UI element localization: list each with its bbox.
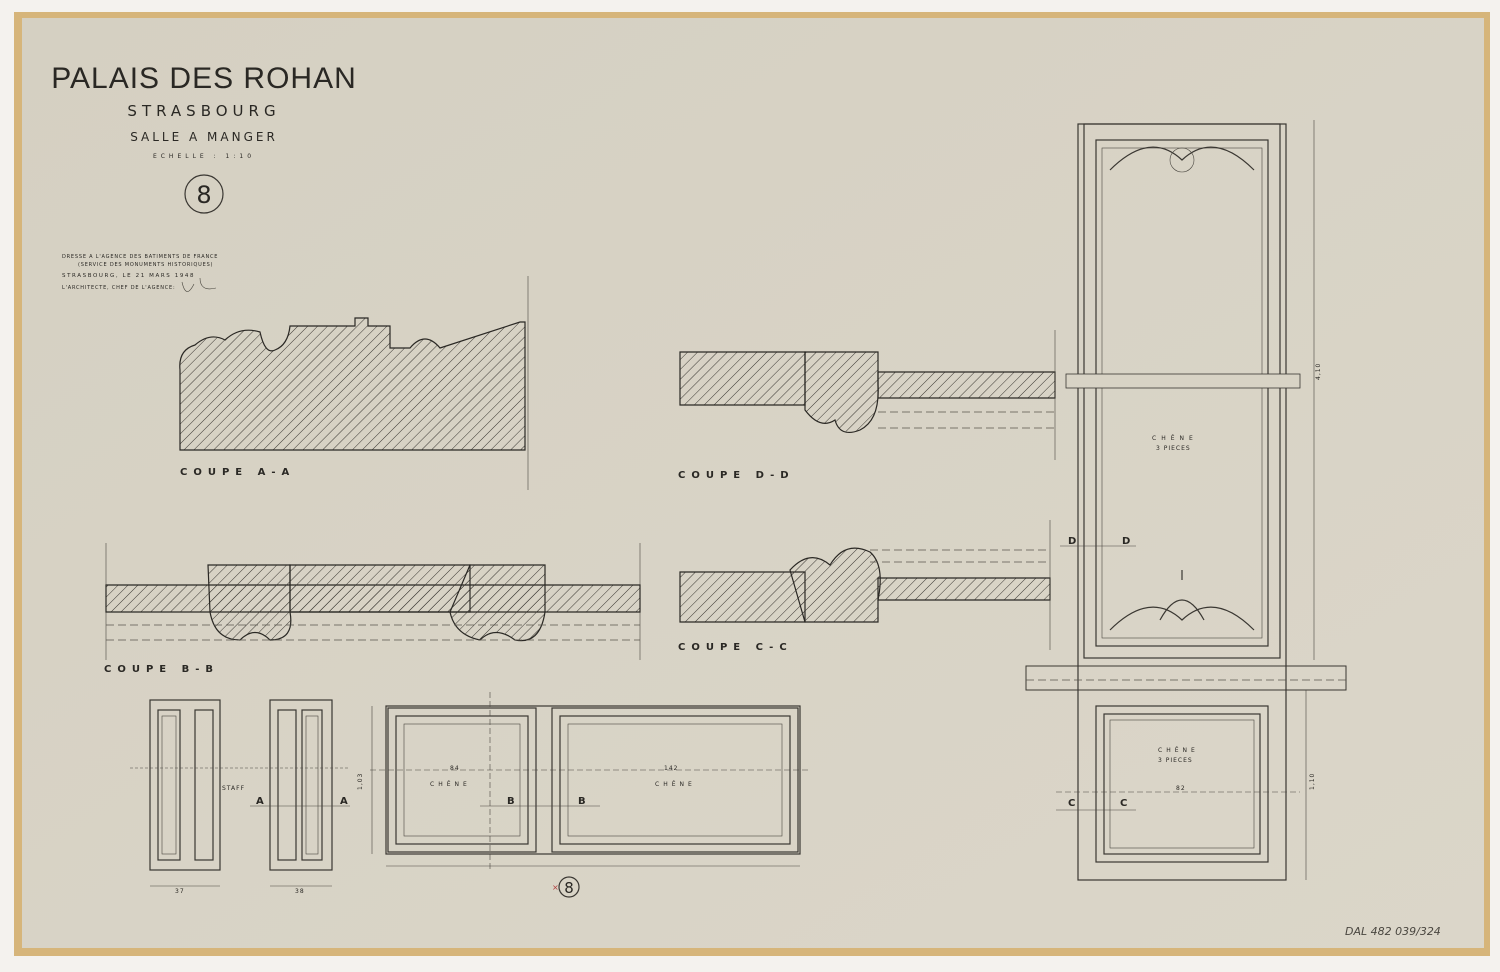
marker-c-left: C [1068, 798, 1075, 809]
dim-right-panel: 142 [664, 765, 678, 772]
section-c-c-label: COUPE C-C [678, 642, 793, 653]
marker-c-right: C [1120, 798, 1127, 809]
marker-d-right: D [1122, 536, 1130, 547]
title-block: PALAIS DES ROHAN STRASBOURG SALLE A MANG… [51, 62, 357, 292]
dim-panel-height: 1,03 [357, 773, 364, 790]
section-d-d-label: COUPE D-D [678, 470, 795, 481]
dim-left-panel: 84 [450, 765, 460, 772]
section-c-c: COUPE C-C [678, 520, 1051, 653]
title-room: SALLE A MANGER [130, 130, 278, 144]
title-city: STRASBOURG [127, 102, 280, 120]
marker-a-left: A [256, 796, 264, 807]
paper [22, 18, 1484, 948]
section-d-d: COUPE D-D [678, 330, 1056, 481]
red-cross-mark: × [552, 883, 559, 892]
dim-staff-2: 38 [295, 888, 305, 895]
sheet-number-circle [184, 174, 224, 214]
material-right: CHÊNE [655, 780, 696, 788]
section-a-a-label: COUPE A-A [180, 467, 295, 478]
material-left: CHÊNE [430, 780, 471, 788]
sheet-mark: 8 [564, 879, 574, 897]
credit-line-1: DRESSE A L'AGENCE DES BATIMENTS DE FRANC… [62, 254, 218, 260]
pieces-lower: 3 PIECES [1158, 757, 1193, 764]
pieces-upper: 3 PIECES [1156, 445, 1191, 452]
sheet-number: 8 [196, 181, 211, 209]
dim-elev-lower: 1,10 [1309, 773, 1316, 790]
marker-b-left: B [507, 796, 515, 807]
section-a-a: COUPE A-A [179, 276, 529, 490]
material-lower: CHÊNE [1158, 746, 1199, 754]
sheet-mark-circle [558, 876, 580, 898]
signature [181, 277, 217, 292]
title-scale: ECHELLE : 1:10 [153, 153, 255, 160]
section-b-b: COUPE B-B [104, 543, 641, 675]
credit-line-4: L'ARCHITECTE, CHEF DE L'AGENCE: [62, 285, 176, 291]
top-ornament [1109, 146, 1255, 171]
section-b-b-label: COUPE B-B [104, 664, 219, 675]
credit-line-3: STRASBOURG, LE 21 MARS 1948 [62, 273, 195, 279]
marker-a-right: A [340, 796, 348, 807]
dim-elev-height: 4,10 [1315, 363, 1322, 380]
marker-d-left: D [1068, 536, 1076, 547]
credit-line-2: (SERVICE DES MONUMENTS HISTORIQUES) [78, 262, 213, 268]
dim-elev-width: 82 [1176, 785, 1186, 792]
wall-elevation: CHÊNE 3 PIECES D D CHÊNE 3 PIECES 82 C C… [1025, 120, 1347, 881]
archive-reference: DAL 482 039/324 [1345, 925, 1441, 938]
bottom-ornament [1109, 606, 1255, 631]
staff-label: STAFF [222, 785, 245, 792]
marker-b-right: B [578, 796, 586, 807]
title-main: PALAIS DES ROHAN [51, 62, 357, 95]
material-upper: CHÊNE [1152, 434, 1198, 442]
staff-panels: STAFF A A 37 38 [130, 699, 350, 895]
dim-staff-1: 37 [175, 888, 185, 895]
wainscot-panels: 84 142 CHÊNE CHÊNE B B 1,03 [357, 692, 810, 870]
